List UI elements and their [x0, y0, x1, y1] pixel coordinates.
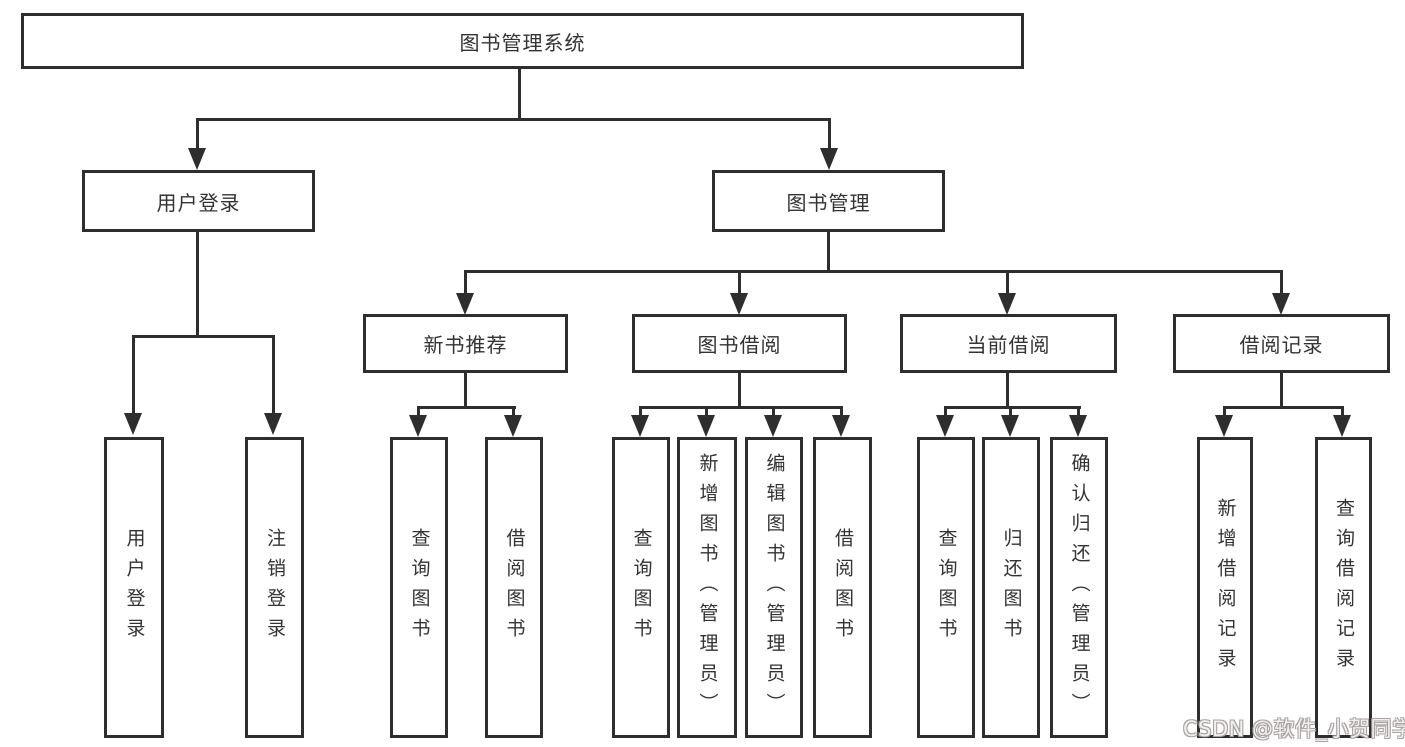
leaf-label: 归还图书: [1000, 527, 1023, 648]
leaf-label: 新增借阅记录: [1214, 497, 1237, 678]
connector-vline: [518, 69, 521, 118]
leaf-label: 注销登录: [264, 527, 286, 648]
node-leaf-query-book-1: 查询图书: [390, 437, 448, 738]
connector-vline: [840, 406, 843, 417]
arrowhead-down-icon: [1333, 415, 1351, 437]
leaf-label: 查询借阅记录: [1333, 497, 1355, 678]
arrowhead-down-icon: [730, 293, 748, 315]
connector-vline: [1006, 270, 1009, 296]
node-leaf-confirm-return-admin: 确认归还（管理员）: [1050, 437, 1108, 738]
connector-hline: [944, 406, 1081, 409]
arrowhead-down-icon: [409, 415, 427, 437]
connector-hline: [639, 406, 843, 409]
connector-vline: [417, 406, 420, 417]
node-leaf-query-borrow-record: 查询借阅记录: [1315, 437, 1372, 738]
arrowhead-down-icon: [264, 413, 282, 435]
connector-hline: [132, 335, 275, 338]
connector-vline: [196, 118, 199, 150]
node-user-login: 用户登录: [82, 170, 315, 232]
node-root: 图书管理系统: [21, 13, 1024, 69]
connector-vline: [464, 373, 467, 406]
arrowhead-down-icon: [1069, 415, 1087, 437]
node-leaf-user-login: 用户登录: [104, 437, 164, 738]
arrowhead-down-icon: [1001, 415, 1019, 437]
leaf-label: 查询图书: [935, 527, 958, 648]
leaf-label: 确认归还（管理员）: [1068, 452, 1091, 723]
arrowhead-down-icon: [124, 413, 142, 435]
leaf-label: 用户登录: [123, 527, 146, 648]
connector-vline: [196, 232, 199, 336]
connector-vline: [1341, 406, 1344, 417]
node-leaf-return-book: 归还图书: [982, 437, 1040, 738]
connector-vline: [705, 406, 708, 417]
node-leaf-add-borrow-record: 新增借阅记录: [1197, 437, 1253, 738]
connector-vline: [132, 335, 135, 415]
node-new-book-rec: 新书推荐: [363, 314, 568, 373]
connector-hline: [417, 406, 516, 409]
arrowhead-down-icon: [504, 415, 522, 437]
leaf-label: 编辑图书（管理员）: [763, 452, 786, 723]
node-current-borrow: 当前借阅: [900, 314, 1117, 373]
leaf-label: 借阅图书: [503, 527, 526, 648]
arrowhead-down-icon: [1272, 293, 1290, 315]
connector-vline: [1223, 406, 1226, 417]
node-leaf-logout: 注销登录: [245, 437, 304, 738]
connector-vline: [639, 406, 642, 417]
arrowhead-down-icon: [697, 415, 715, 437]
connector-vline: [772, 406, 775, 417]
arrowhead-down-icon: [764, 415, 782, 437]
leaf-label: 查询图书: [408, 527, 431, 648]
node-leaf-query-book-3: 查询图书: [917, 437, 975, 738]
connector-hline: [464, 270, 1282, 273]
connector-vline: [512, 406, 515, 417]
arrowhead-down-icon: [631, 415, 649, 437]
node-leaf-borrow-book-2: 借阅图书: [813, 437, 872, 738]
connector-vline: [464, 270, 467, 296]
connector-vline: [1280, 373, 1283, 406]
arrowhead-down-icon: [456, 293, 474, 315]
connector-vline: [1006, 373, 1009, 406]
connector-vline: [738, 373, 741, 406]
node-book-borrow: 图书借阅: [632, 314, 847, 373]
leaf-label: 借阅图书: [832, 527, 854, 648]
csdn-watermark: CSDN @软件_小贺同学: [1183, 717, 1405, 741]
connector-vline: [1280, 270, 1283, 296]
arrowhead-down-icon: [1215, 415, 1233, 437]
connector-vline: [1009, 406, 1012, 417]
node-borrow-record: 借阅记录: [1173, 314, 1390, 373]
arrowhead-down-icon: [936, 415, 954, 437]
connector-hline: [196, 118, 831, 121]
node-leaf-borrow-book-1: 借阅图书: [485, 437, 543, 738]
connector-vline: [272, 335, 275, 415]
connector-vline: [1077, 406, 1080, 417]
arrowhead-down-icon: [820, 148, 838, 170]
connector-vline: [944, 406, 947, 417]
connector-vline: [828, 118, 831, 150]
node-leaf-query-book-2: 查询图书: [612, 437, 670, 738]
arrowhead-down-icon: [832, 415, 850, 437]
connector-vline: [827, 232, 830, 270]
leaf-label: 新增图书（管理员）: [696, 452, 719, 723]
connector-hline: [1223, 406, 1344, 409]
leaf-label: 查询图书: [630, 527, 653, 648]
arrowhead-down-icon: [998, 293, 1016, 315]
node-leaf-edit-book-admin: 编辑图书（管理员）: [745, 437, 803, 738]
arrowhead-down-icon: [188, 148, 206, 170]
node-book-mgmt: 图书管理: [712, 170, 945, 232]
connector-vline: [738, 270, 741, 296]
node-leaf-add-book-admin: 新增图书（管理员）: [677, 437, 737, 738]
